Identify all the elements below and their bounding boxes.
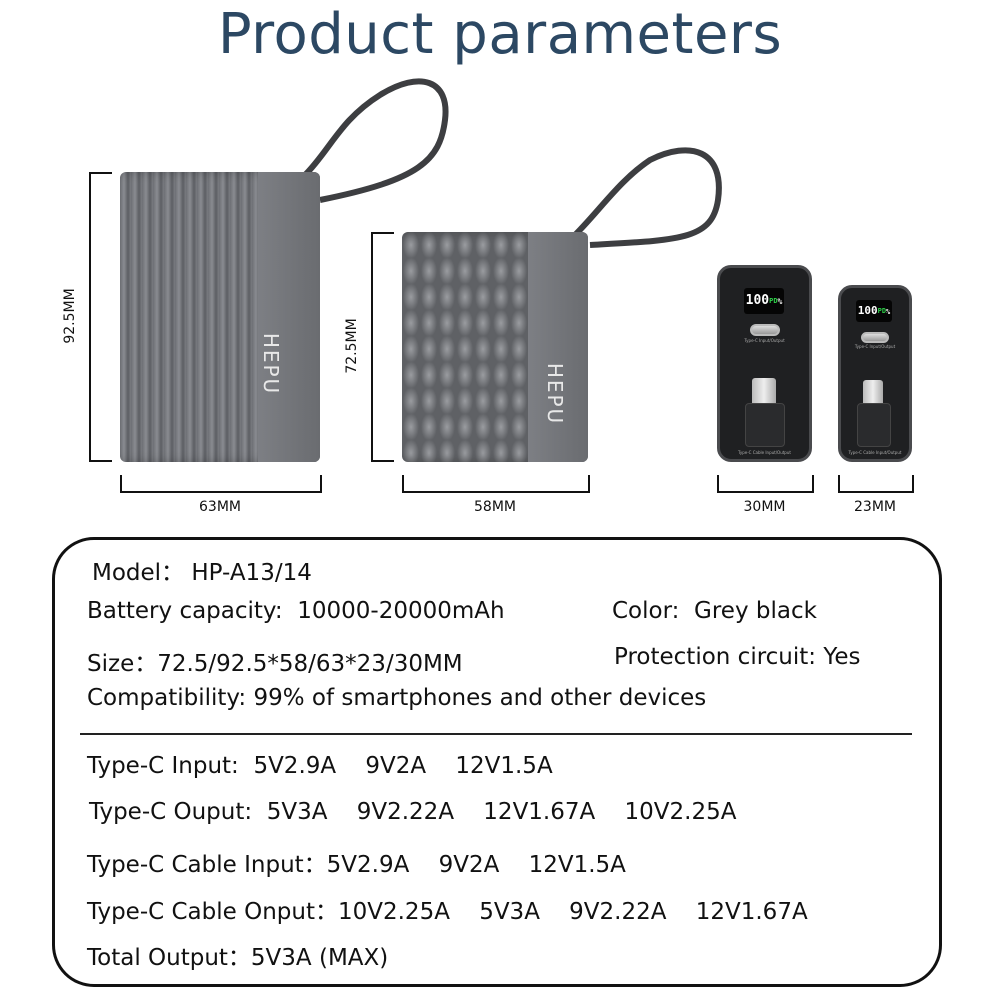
mini-power-bank-30mm: 100PD% Type-C Input/Output Type-C Cable … xyxy=(717,265,812,462)
width-dimension-bracket xyxy=(402,475,590,493)
height-dimension-line xyxy=(89,172,112,462)
brand-logo: HEPU xyxy=(543,362,568,426)
port-label: Type-C Input/Output xyxy=(744,338,785,343)
specs-panel xyxy=(52,537,942,987)
spec-total-output: Total Output：5V3A (MAX) xyxy=(87,945,389,971)
width-dimension-bracket xyxy=(120,475,322,493)
port-label: Type-C Input/Output xyxy=(854,344,896,349)
width-label: 23MM xyxy=(854,499,896,515)
width-label: 58MM xyxy=(474,499,516,515)
height-dimension-line xyxy=(371,232,394,462)
cable-cap xyxy=(745,403,785,447)
spec-size: Size：72.5/92.5*58/63*23/30MM xyxy=(87,651,463,677)
width-label: 63MM xyxy=(199,499,241,515)
spec-cable-input: Type-C Cable Input：5V2.9A 9V2A 12V1.5A xyxy=(87,852,626,878)
page-title: Product parameters xyxy=(217,2,783,67)
spec-color: Color: Grey black xyxy=(612,598,817,624)
width-dimension-bracket xyxy=(717,475,814,493)
cable-label: Type-C Cable Input/Output xyxy=(848,450,902,455)
usb-c-port xyxy=(750,324,780,336)
lanyard-cables xyxy=(302,78,722,248)
battery-display: 100PD% xyxy=(744,288,784,314)
spec-battery: Battery capacity: 10000-20000mAh xyxy=(87,598,505,624)
mini-power-bank-23mm: 100PD% Type-C Input/Output Type-C Cable … xyxy=(838,285,912,462)
spec-typec-input: Type-C Input: 5V2.9A 9V2A 12V1.5A xyxy=(87,753,553,779)
cable-label: Type-C Cable Input/Output xyxy=(738,450,791,455)
height-label: 72.5MM xyxy=(344,318,360,374)
power-bank-medium: HEPU xyxy=(402,232,588,462)
battery-display: 100PD% xyxy=(856,300,892,322)
usb-c-plug xyxy=(863,380,883,408)
brand-logo: HEPU xyxy=(259,332,284,396)
spec-model: Model： HP-A13/14 xyxy=(92,560,312,586)
width-label: 30MM xyxy=(743,499,786,515)
usb-c-port xyxy=(861,332,889,343)
spec-protection: Protection circuit: Yes xyxy=(614,644,861,670)
spec-compatibility: Compatibility: 99% of smartphones and ot… xyxy=(87,685,707,711)
height-label: 92.5MM xyxy=(62,288,78,344)
power-bank-large: HEPU xyxy=(120,172,320,462)
spec-cable-output: Type-C Cable Onput：10V2.25A 5V3A 9V2.22A… xyxy=(87,899,808,925)
divider xyxy=(80,733,912,735)
width-dimension-bracket xyxy=(838,475,914,493)
cable-cap xyxy=(857,403,891,447)
spec-typec-output: Type-C Ouput: 5V3A 9V2.22A 12V1.67A 10V2… xyxy=(89,799,737,825)
